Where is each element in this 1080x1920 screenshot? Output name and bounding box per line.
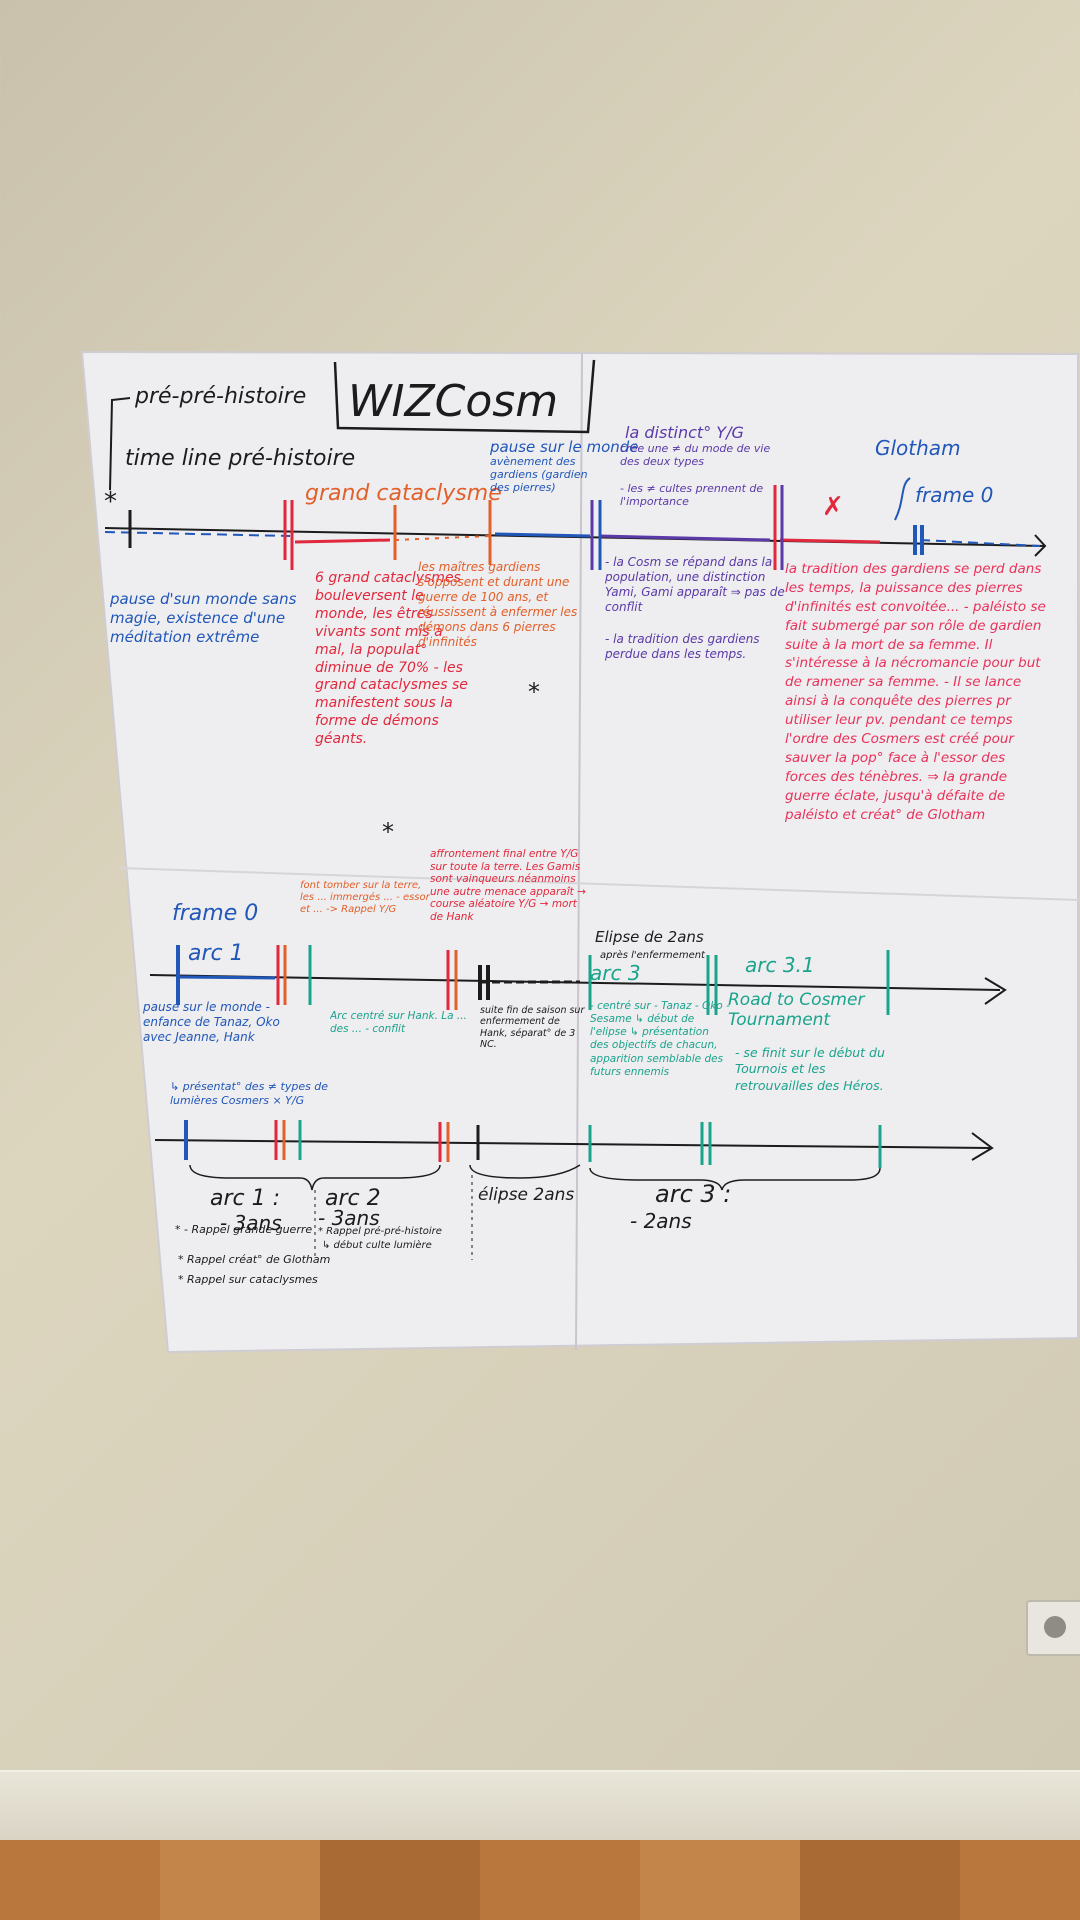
elipse-sub-label: après l'enfermement bbox=[600, 949, 706, 961]
bottom-timeline-ticks bbox=[184, 1120, 882, 1168]
baseboard bbox=[0, 1770, 1080, 1842]
distinct-label: la distinct° Y/G bbox=[625, 423, 744, 442]
note-six-grand: 6 grand cataclysmes bouleversent le mond… bbox=[315, 570, 468, 748]
note-avenement: avènement des gardiens (gardien des pier… bbox=[490, 455, 588, 495]
note-tradition-perdue: - la tradition des gardiens perdue dans … bbox=[605, 632, 760, 661]
road-title: Road to Cosmer Tournament bbox=[728, 990, 865, 1031]
note-arc-centre: Arc centré sur Hank. La ... des ... - co… bbox=[330, 1010, 467, 1036]
bottom-arc2-duration: - 3ans bbox=[318, 1206, 380, 1230]
bottom-arc3-label: arc 3 : bbox=[655, 1180, 731, 1208]
frame0-mid-label: frame 0 bbox=[172, 901, 258, 926]
bottom-note-4: * Rappel pré-pré-histoire bbox=[318, 1225, 442, 1237]
note-cultes: - les ≠ cultes prennent de l'importance bbox=[620, 482, 764, 509]
paper-seam bbox=[575, 353, 583, 1351]
bottom-arc2-label: arc 2 bbox=[325, 1186, 381, 1211]
pre-pre-histoire-label: pré-pré-histoire bbox=[134, 384, 306, 409]
bottom-note-3: * Rappel sur cataclysmes bbox=[178, 1273, 318, 1286]
grand-cataclysme-label: grand cataclysme bbox=[305, 481, 502, 506]
note-affrontement: affrontement final entre Y/G sur toute l… bbox=[430, 848, 586, 923]
outlet-icon bbox=[1026, 1600, 1080, 1656]
note-font-tomber: font tomber sur la terre, les ... immerg… bbox=[300, 880, 430, 915]
top-timeline-ticks bbox=[128, 485, 924, 570]
bottom-note-2: * Rappel créat° de Glotham bbox=[178, 1253, 330, 1266]
wood-floor bbox=[0, 1840, 1080, 1920]
elipse-top-label: Elipse de 2ans bbox=[595, 928, 704, 946]
bottom-note-5: ↳ début culte lumière bbox=[322, 1239, 432, 1251]
timeline-label: time line pré-histoire bbox=[125, 446, 355, 471]
title-box bbox=[333, 359, 596, 434]
mid-timeline-axis bbox=[149, 974, 1001, 991]
note-cosm-repand: - la Cosm se répand dans la population, … bbox=[605, 555, 785, 614]
bottom-arc1-duration: - 3ans bbox=[220, 1211, 282, 1235]
note-road-desc: - se finit sur le début du Tournois et l… bbox=[735, 1045, 885, 1093]
bottom-elipse-label: élipse 2ans bbox=[478, 1185, 574, 1205]
bottom-arc3-duration: - 2ans bbox=[630, 1209, 692, 1233]
glotham-label: Glotham bbox=[875, 436, 961, 460]
bottom-timeline-axis bbox=[154, 1139, 991, 1149]
arc1-label: arc 1 bbox=[188, 941, 244, 966]
frame0-top-label: frame 0 bbox=[915, 483, 993, 507]
note-cree-une: crée une ≠ du mode de vie des deux types bbox=[620, 442, 771, 469]
mid-timeline-ticks bbox=[176, 945, 890, 1015]
x-mark: ✗ bbox=[822, 492, 844, 522]
note-centre-sur: - centré sur - Tanaz - Oko - Sesame ↳ dé… bbox=[590, 1000, 730, 1078]
pause-monde-label: pause sur le monde bbox=[489, 438, 639, 456]
poster-title: WIZCosm bbox=[348, 376, 558, 427]
note-presentation: ↳ présentat° des ≠ types de lumières Cos… bbox=[170, 1080, 329, 1107]
arc3-label: arc 3 bbox=[590, 961, 641, 985]
svg-text:*: * bbox=[528, 678, 540, 706]
note-suite-fin: suite fin de saison sur enfermement de H… bbox=[480, 1005, 585, 1051]
arc31-label: arc 3.1 bbox=[745, 953, 815, 977]
svg-text:*: * bbox=[382, 818, 394, 846]
note-pause-magie: pause d'sun monde sans magie, existence … bbox=[110, 590, 297, 646]
note-red-right: la tradition des gardiens se perd dans l… bbox=[785, 561, 1046, 823]
star-mark: * bbox=[104, 487, 117, 517]
note-pause-enfance: pause sur le monde - enfance de Tanaz, O… bbox=[143, 1000, 280, 1044]
bottom-arc1-label: arc 1 : bbox=[210, 1186, 280, 1211]
note-maitres: les maîtres gardiens s'opposent et duran… bbox=[418, 560, 578, 649]
bottom-note-1: * - Rappel grande guerre bbox=[175, 1223, 312, 1236]
